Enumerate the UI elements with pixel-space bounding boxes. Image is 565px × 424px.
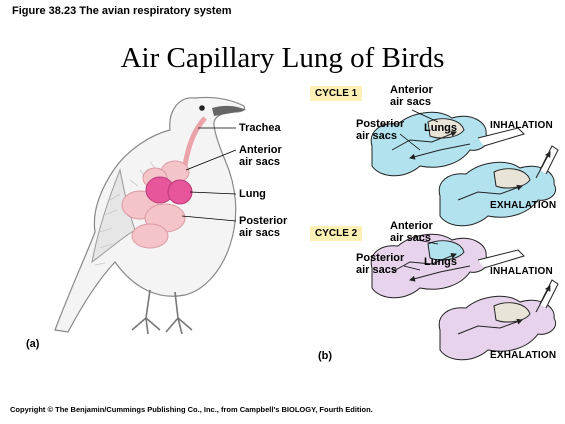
cycle1-posterior-label-line2: air sacs bbox=[356, 130, 397, 142]
panel-label-a: (a) bbox=[26, 338, 39, 350]
cycle1-posterior-label-line1: Posterior bbox=[356, 118, 404, 130]
cycle1-anterior-label-line2: air sacs bbox=[390, 96, 431, 108]
panel-label-b: (b) bbox=[318, 350, 332, 362]
bird-illustration bbox=[55, 97, 246, 334]
cycle2-badge: CYCLE 2 bbox=[310, 226, 362, 241]
posterior-air-sacs-label-line2: air sacs bbox=[239, 227, 280, 239]
cycle2-posterior-label-line1: Posterior bbox=[356, 252, 404, 264]
cycle2-posterior-label-line2: air sacs bbox=[356, 264, 397, 276]
cycle2-lungs-label: Lungs bbox=[424, 256, 457, 268]
posterior-air-sacs-label-line1: Posterior bbox=[239, 215, 287, 227]
trachea-label: Trachea bbox=[239, 122, 281, 134]
cycle1-badge: CYCLE 1 bbox=[310, 86, 362, 101]
cycle2-exhalation-diagram bbox=[439, 280, 558, 360]
cycle2-exhalation-label: EXHALATION bbox=[490, 350, 556, 361]
lung-label: Lung bbox=[239, 188, 266, 200]
cycle1-inhalation-label: INHALATION bbox=[490, 120, 553, 131]
cycle2-anterior-label-line2: air sacs bbox=[390, 232, 431, 244]
anterior-air-sacs-label-line2: air sacs bbox=[239, 156, 280, 168]
cycle2-inhalation-label: INHALATION bbox=[490, 266, 553, 277]
cycle1-anterior-label-line1: Anterior bbox=[390, 84, 433, 96]
cycle1-exhalation-label: EXHALATION bbox=[490, 200, 556, 211]
copyright-notice: Copyright © The Benjamin/Cummings Publis… bbox=[10, 405, 373, 414]
cycle1-lungs-label: Lungs bbox=[424, 122, 457, 134]
cycle2-anterior-label-line1: Anterior bbox=[390, 220, 433, 232]
bird-eye bbox=[199, 105, 205, 111]
anterior-air-sacs-label-line1: Anterior bbox=[239, 144, 282, 156]
